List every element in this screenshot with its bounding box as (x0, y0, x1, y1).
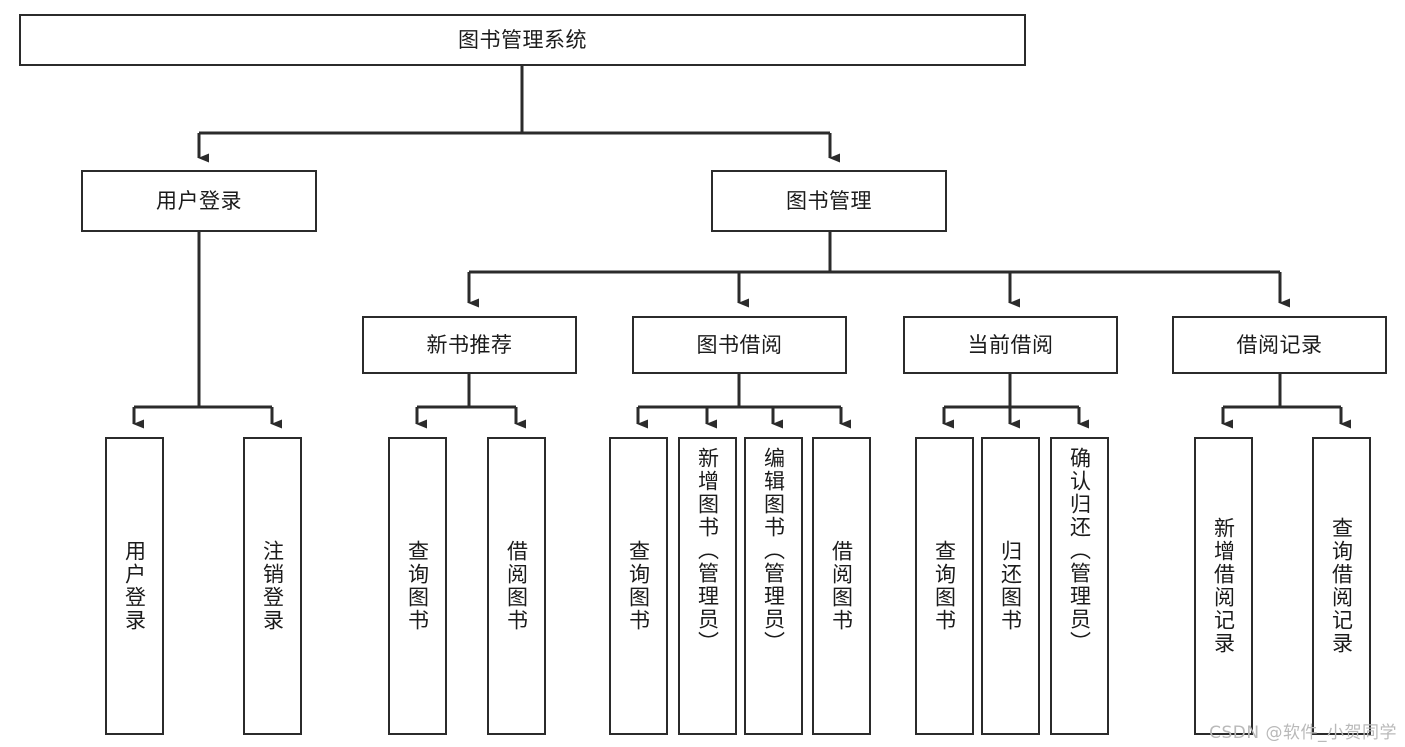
node-leaf-add-book[interactable]: 新增图书（管理员） (678, 437, 737, 735)
node-new-book-recommend-label: 新书推荐 (426, 332, 513, 357)
node-leaf-add-borrow-record[interactable]: 新增借阅记录 (1194, 437, 1253, 735)
node-book-borrow[interactable]: 图书借阅 (632, 316, 847, 374)
node-leaf-add-borrow-record-label: 新增借阅记录 (1211, 517, 1236, 655)
node-leaf-user-logout-label: 注销登录 (260, 540, 285, 632)
node-book-manage-label: 图书管理 (786, 188, 872, 213)
node-borrow-record-label: 借阅记录 (1236, 332, 1323, 357)
node-leaf-borrow-book-1[interactable]: 借阅图书 (487, 437, 546, 735)
node-leaf-query-book-2-label: 查询图书 (626, 540, 651, 632)
watermark: CSDN @软件_小贺同学 (1209, 723, 1397, 743)
node-leaf-add-book-label: 新增图书（管理员） (695, 447, 720, 654)
node-book-borrow-label: 图书借阅 (696, 332, 783, 357)
node-current-borrow-label: 当前借阅 (967, 332, 1054, 357)
node-new-book-recommend[interactable]: 新书推荐 (362, 316, 577, 374)
node-leaf-query-book-3[interactable]: 查询图书 (915, 437, 974, 735)
node-root[interactable]: 图书管理系统 (19, 14, 1026, 66)
node-leaf-borrow-book-2-label: 借阅图书 (829, 540, 854, 632)
node-leaf-borrow-book-2[interactable]: 借阅图书 (812, 437, 871, 735)
node-leaf-confirm-return-label: 确认归还（管理员） (1067, 447, 1092, 654)
node-leaf-query-book-1[interactable]: 查询图书 (388, 437, 447, 735)
node-leaf-return-book[interactable]: 归还图书 (981, 437, 1040, 735)
node-leaf-query-borrow-record-label: 查询借阅记录 (1329, 517, 1354, 655)
node-leaf-borrow-book-1-label: 借阅图书 (504, 540, 529, 632)
node-leaf-user-login-label: 用户登录 (122, 540, 147, 632)
node-leaf-query-borrow-record[interactable]: 查询借阅记录 (1312, 437, 1371, 735)
node-leaf-query-book-3-label: 查询图书 (932, 540, 957, 632)
node-book-manage[interactable]: 图书管理 (711, 170, 947, 232)
node-borrow-record[interactable]: 借阅记录 (1172, 316, 1387, 374)
node-leaf-edit-book[interactable]: 编辑图书（管理员） (744, 437, 803, 735)
node-leaf-query-book-2[interactable]: 查询图书 (609, 437, 668, 735)
node-user-login[interactable]: 用户登录 (81, 170, 317, 232)
node-leaf-return-book-label: 归还图书 (998, 540, 1023, 632)
node-current-borrow[interactable]: 当前借阅 (903, 316, 1118, 374)
node-leaf-edit-book-label: 编辑图书（管理员） (761, 447, 786, 654)
node-leaf-user-logout[interactable]: 注销登录 (243, 437, 302, 735)
node-user-login-label: 用户登录 (156, 188, 242, 213)
node-leaf-confirm-return[interactable]: 确认归还（管理员） (1050, 437, 1109, 735)
node-leaf-user-login[interactable]: 用户登录 (105, 437, 164, 735)
node-leaf-query-book-1-label: 查询图书 (405, 540, 430, 632)
node-root-label: 图书管理系统 (458, 27, 587, 52)
